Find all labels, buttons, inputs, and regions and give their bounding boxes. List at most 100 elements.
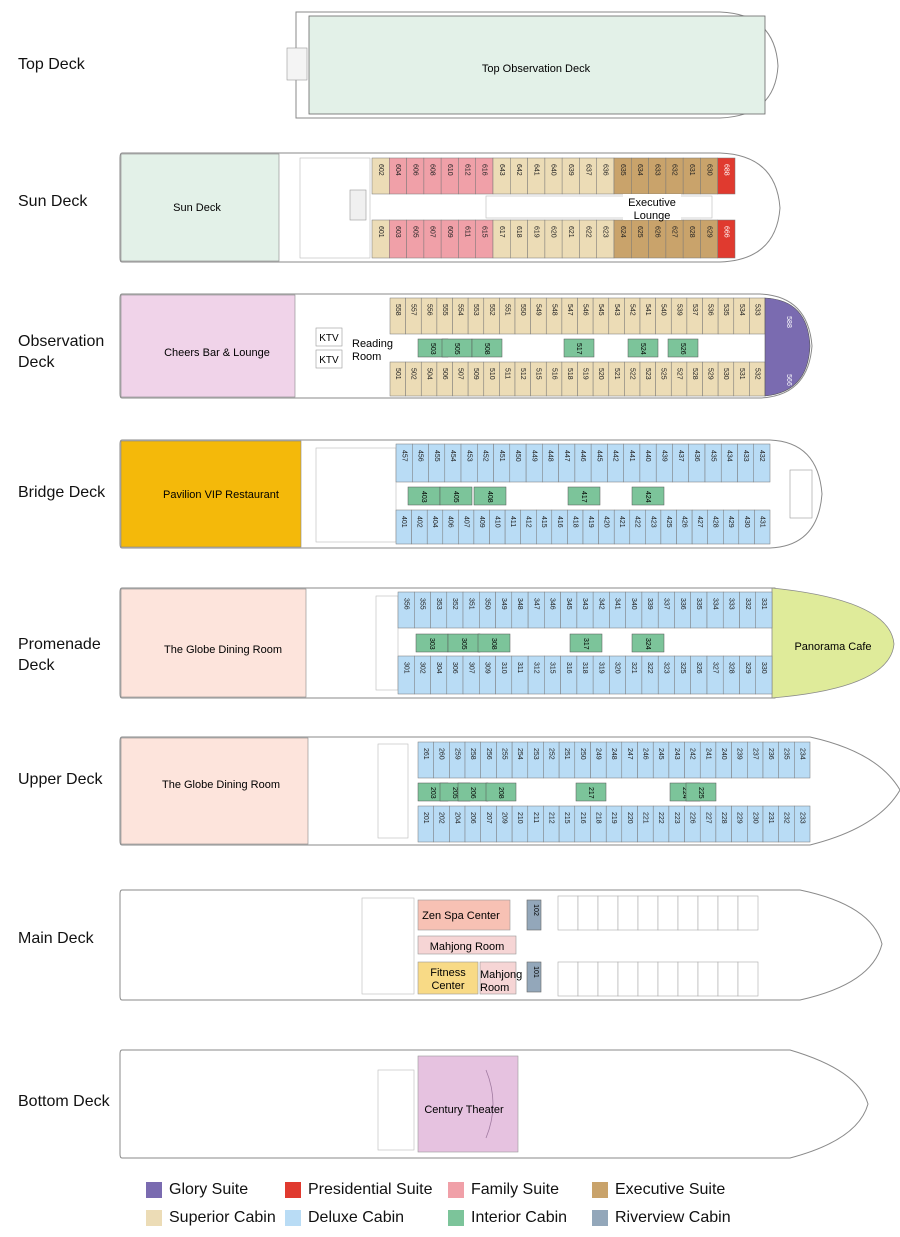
interior-cabin-405 bbox=[439, 486, 473, 506]
stairwell bbox=[377, 1069, 415, 1151]
cabin-number: 222 bbox=[657, 812, 664, 824]
cabin-number: 346 bbox=[549, 598, 556, 610]
cabin-number: 516 bbox=[550, 368, 557, 380]
cabin-number: 539 bbox=[675, 304, 682, 316]
cabin-number: 404 bbox=[431, 516, 438, 528]
cabin-number: 242 bbox=[689, 748, 696, 760]
blank-cabin bbox=[597, 895, 619, 931]
cabin-number: 356 bbox=[402, 598, 409, 610]
legend-swatch-riverview bbox=[592, 1210, 608, 1226]
cabin-number: 336 bbox=[679, 598, 686, 610]
cabin-number: 435 bbox=[709, 450, 716, 462]
blank-cabin bbox=[617, 961, 639, 997]
fitness-center-area bbox=[417, 961, 479, 995]
cabin-number: 322 bbox=[646, 662, 653, 674]
glory-suite-number: 588 bbox=[785, 316, 792, 328]
cabin-number: 428 bbox=[712, 516, 719, 528]
cabin-number: 402 bbox=[416, 516, 423, 528]
cabin-number: 340 bbox=[630, 598, 637, 610]
cabin-number: 317 bbox=[582, 638, 589, 650]
blank-cabin bbox=[557, 961, 579, 997]
deck-label-bridge: Bridge Deck bbox=[18, 484, 106, 501]
legend-label-deluxe: Deluxe Cabin bbox=[308, 1209, 405, 1226]
cabin-number: 551 bbox=[503, 304, 510, 316]
cabin-number: 258 bbox=[469, 748, 476, 760]
cabin-number: 250 bbox=[579, 748, 586, 760]
cabin-number: 525 bbox=[660, 368, 667, 380]
stairwell bbox=[377, 743, 409, 839]
cabin-number: 518 bbox=[566, 368, 573, 380]
cabin-number: 611 bbox=[463, 226, 470, 237]
cabin-number: 209 bbox=[500, 812, 507, 824]
cabin-number: 208 bbox=[497, 787, 504, 799]
blank-cabin bbox=[717, 895, 739, 931]
cabin-number: 622 bbox=[584, 226, 591, 238]
cabin-number: 529 bbox=[706, 368, 713, 380]
cheers-bar-area bbox=[120, 294, 296, 398]
interior-cabin-526 bbox=[667, 338, 699, 358]
cabin-number: 450 bbox=[514, 450, 521, 462]
cabin-number: 315 bbox=[549, 662, 556, 674]
cabin-number: 352 bbox=[451, 598, 458, 610]
cabin-number: 306 bbox=[451, 662, 458, 674]
cabin-number: 417 bbox=[580, 491, 587, 503]
cabin-number: 339 bbox=[646, 598, 653, 610]
cabin-number: 528 bbox=[691, 368, 698, 380]
cabin-number: 206 bbox=[469, 812, 476, 824]
cabin-number: 235 bbox=[783, 748, 790, 760]
cabin-number: 548 bbox=[550, 304, 557, 316]
cabin-number: 442 bbox=[612, 450, 619, 462]
cabin-number: 530 bbox=[722, 368, 729, 380]
cabin-number: 342 bbox=[597, 598, 604, 610]
cabin-number: 508 bbox=[483, 343, 490, 355]
cabin-number: 240 bbox=[720, 748, 727, 760]
pavilion-vip-area bbox=[120, 440, 302, 548]
cabin-number: 245 bbox=[657, 748, 664, 760]
legend-label-superior: Superior Cabin bbox=[169, 1209, 276, 1226]
cabin-number: 253 bbox=[532, 748, 539, 760]
cabin-number: 207 bbox=[485, 812, 492, 824]
cabin-number: 437 bbox=[677, 450, 684, 462]
legend-item-family: Family Suite bbox=[448, 1181, 559, 1199]
deck-label-upper: Upper Deck bbox=[18, 771, 103, 788]
cabin-number: 630 bbox=[705, 164, 712, 176]
cabin-number: 248 bbox=[610, 748, 617, 760]
cabin-number: 609 bbox=[446, 226, 453, 238]
cabin-number: 243 bbox=[673, 748, 680, 760]
cabin-number: 256 bbox=[485, 748, 492, 760]
deck-label-sun: Sun Deck bbox=[18, 193, 88, 210]
stairwell bbox=[315, 447, 397, 543]
cabin-number: 259 bbox=[453, 748, 460, 760]
cabin-number: 353 bbox=[435, 598, 442, 610]
cabin-number: 623 bbox=[602, 226, 609, 238]
glory-suite-number-alt: 566 bbox=[785, 374, 792, 386]
cabin-number: 429 bbox=[727, 516, 734, 528]
cabin-number: 436 bbox=[693, 450, 700, 462]
cabin-number: 456 bbox=[417, 450, 424, 462]
cabin-number: 503 bbox=[429, 343, 436, 355]
cabin-number: 210 bbox=[516, 812, 523, 824]
cabin-number: 427 bbox=[696, 516, 703, 528]
elevator-icon bbox=[349, 189, 367, 221]
cabin-number: 302 bbox=[419, 662, 426, 674]
cabin-number: 526 bbox=[679, 343, 686, 355]
cabin-number: 331 bbox=[760, 598, 767, 610]
sun-deck-area-label: Sun Deck bbox=[173, 202, 221, 214]
globe-dining-label: The Globe Dining Room bbox=[162, 779, 280, 791]
cabin-number: 230 bbox=[751, 812, 758, 824]
blank-cabin bbox=[577, 961, 599, 997]
cabin-number: 642 bbox=[515, 164, 522, 176]
cabin-number: 453 bbox=[465, 450, 472, 462]
deck-label-main: Main Deck bbox=[18, 930, 94, 947]
cabin-number: 637 bbox=[584, 164, 591, 176]
deck-label-bottom: Bottom Deck bbox=[18, 1093, 110, 1110]
cabin-number: 543 bbox=[613, 304, 620, 316]
cabin-number: 305 bbox=[460, 638, 467, 650]
cabin-number: 303 bbox=[428, 638, 435, 650]
cabin-number: 328 bbox=[727, 662, 734, 674]
ktv-room-2 bbox=[315, 349, 343, 369]
